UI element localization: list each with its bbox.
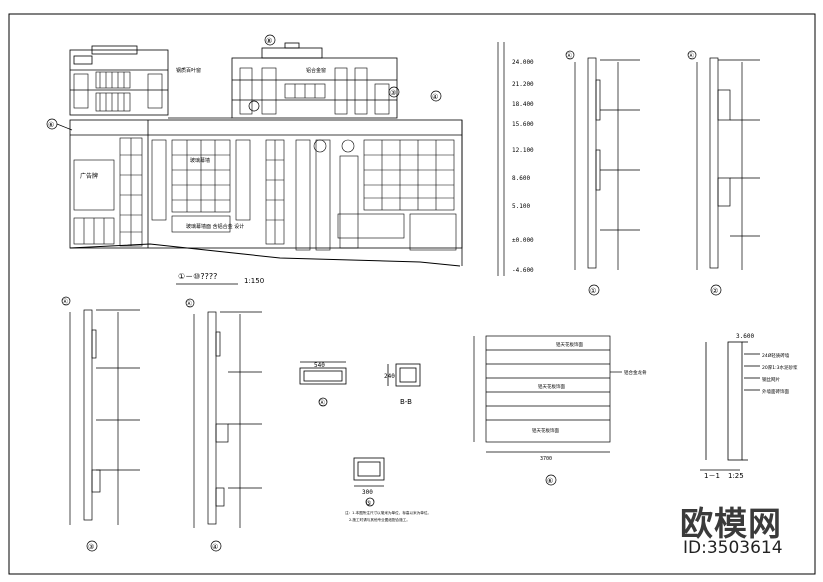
- level-mark: 15.600: [512, 121, 534, 128]
- elevation-marker-e: ⑧: [266, 37, 272, 45]
- level-mark: 21.200: [512, 81, 534, 88]
- section-3-axis: Ⓐ: [62, 298, 68, 306]
- level-mark: 8.600: [512, 175, 530, 182]
- section-1-axis: Ⓐ: [566, 52, 572, 60]
- section-2-title: ②: [712, 287, 718, 295]
- elevation-caption: ①－⑩????: [178, 272, 217, 281]
- detail-bb-label: B-B: [400, 398, 412, 406]
- level-column: [497, 42, 505, 276]
- elevation-label-sign: 广告牌: [80, 172, 98, 180]
- section-3: [61, 296, 140, 552]
- watermark-id: ID:3503614: [683, 538, 783, 558]
- sheet-border: [8, 13, 816, 575]
- elevation-callouts: [46, 34, 442, 131]
- detail-bb: [387, 363, 421, 387]
- elevation-label-top-b: 铝合金窗: [306, 67, 326, 74]
- level-mark: 12.100: [512, 147, 534, 154]
- watermark-logo: 欧模网: [680, 504, 782, 543]
- level-marks: 24.000 21.200 18.400 15.600 12.100 8.600…: [512, 59, 534, 274]
- elevation-marker-d: ④: [432, 93, 438, 101]
- level-mark: 18.400: [512, 101, 534, 108]
- section-1-title: ①: [590, 287, 596, 295]
- section-4-title: ④: [212, 543, 218, 551]
- elevation-label-entrance: 玻璃幕墙: [190, 157, 210, 164]
- detail-a-label: Ⓐ: [319, 399, 325, 407]
- detail-1-1-note: 24Ø轻质砖墙: [762, 352, 790, 359]
- detail-a: [299, 361, 347, 407]
- detail-a-dim: 540: [314, 362, 325, 369]
- elevation-marker-c: ③: [390, 89, 396, 97]
- note-line: 注：1.本图所注尺寸以毫米为单位，标高以米为单位。: [345, 510, 431, 515]
- section-6-note: 铝天花板饰面: [556, 341, 583, 348]
- detail-1-1-title: 1－1: [704, 472, 720, 480]
- detail-1-1-scale: 1:25: [728, 472, 744, 480]
- elevation-marker-a: ⑥: [48, 121, 54, 129]
- detail-5-title: ⑤: [366, 500, 371, 507]
- elevation-scale: 1:150: [244, 277, 264, 285]
- section-4-axis: Ⓐ: [186, 300, 192, 308]
- detail-5-dim: 300: [362, 489, 373, 496]
- section-6-title: ⑥: [547, 477, 553, 485]
- detail-1-1-note: 外墙面砖饰面: [762, 388, 789, 395]
- level-mark: 24.000: [512, 59, 534, 66]
- note-line: 2.施工时请与其他专业图纸配合施工。: [349, 517, 410, 522]
- section-6-side-note: 铝合金龙骨: [624, 369, 647, 376]
- section-6: [473, 335, 622, 486]
- level-mark: -4.600: [512, 267, 534, 274]
- section-2-axis: Ⓐ: [688, 52, 694, 60]
- detail-1-1-note: 20厚1:3水泥砂浆: [762, 364, 798, 371]
- level-mark: ±0.000: [512, 237, 534, 244]
- section-6-note: 铝天花板饰面: [532, 427, 559, 434]
- front-elevation: [69, 42, 463, 267]
- elevation-label-bottom: 玻璃幕墙面 含铝合金 设计: [186, 223, 244, 230]
- detail-1-1-level: 3.600: [736, 333, 754, 340]
- section-3-title: ③: [88, 543, 94, 551]
- detail-1-1: [700, 341, 760, 471]
- detail-bb-dim: 240: [384, 373, 395, 380]
- detail-5: [353, 457, 385, 507]
- section-4: [185, 298, 262, 552]
- section-6-dim: 3700: [540, 456, 552, 462]
- section-2: [687, 50, 760, 296]
- section-6-note: 铝天花板饰面: [538, 383, 565, 390]
- level-mark: 5.100: [512, 203, 530, 210]
- section-1: [565, 50, 640, 296]
- elevation-label-top-a: 钢质百叶窗: [176, 67, 201, 74]
- detail-1-1-note: 钢丝网片: [762, 376, 780, 383]
